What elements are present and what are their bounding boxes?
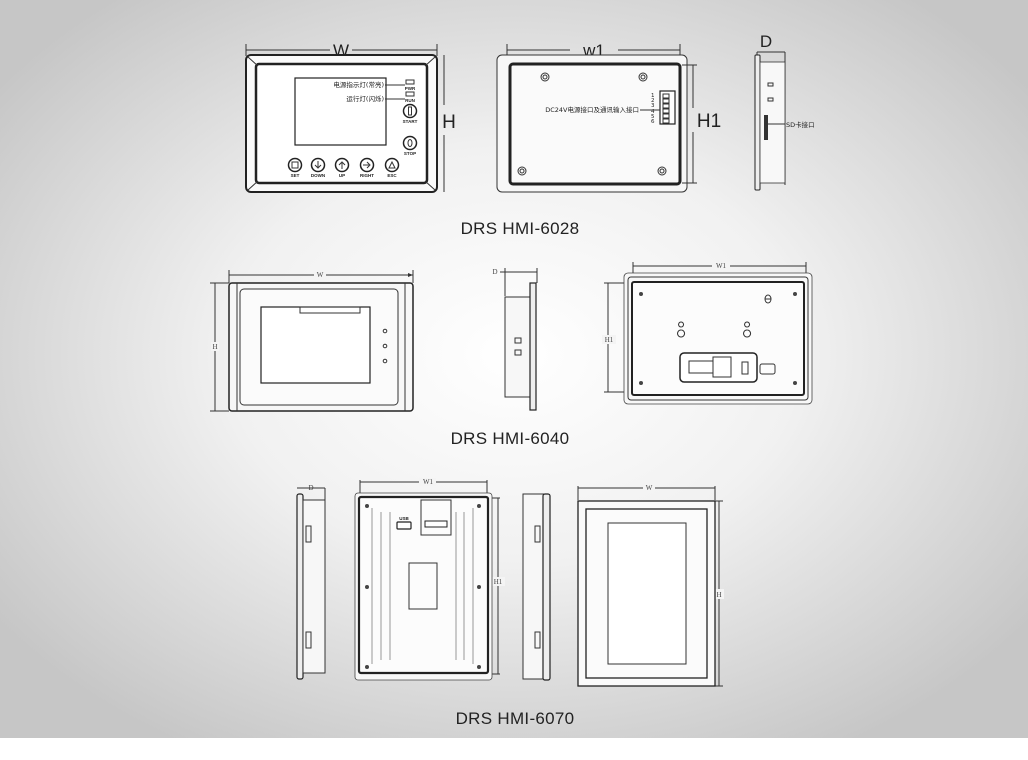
set-label: SET <box>291 173 300 178</box>
bottom-buttons: SET DOWN UP RIGHT ESC <box>287 157 400 178</box>
hmi-6070-side-view: D <box>296 484 326 680</box>
usb-label: USB <box>399 516 409 521</box>
run-callout: 运行灯(闪烁) <box>346 94 384 103</box>
height-label: H1 <box>697 111 721 132</box>
start-label: START <box>403 119 418 124</box>
start-button-icon <box>402 103 418 119</box>
screw-icons <box>639 292 797 385</box>
hmi-6040-back-view: W1 H1 <box>602 262 813 405</box>
run-led-icon <box>405 91 415 97</box>
depth-label: D <box>492 268 497 276</box>
model-title-6028: DRS HMI-6028 <box>461 219 580 238</box>
pwr-label: PWR <box>405 86 416 91</box>
pin-label: 2 <box>651 98 655 104</box>
hmi-6028-side-view: D SD卡接口 <box>754 32 815 191</box>
right-label: RIGHT <box>360 173 374 178</box>
sd-callout: SD卡接口 <box>786 120 815 129</box>
connector-panel <box>679 352 758 383</box>
run-label: RUN <box>405 98 415 103</box>
width-label: W <box>646 484 653 492</box>
pin-label: 4 <box>651 109 655 115</box>
pin-label: 3 <box>651 103 655 109</box>
pin-label: 1 <box>651 93 655 99</box>
esc-icon <box>384 157 400 173</box>
hmi-6028-back-view: w1 H1 1 2 3 4 5 6 DC24V电源接口及通讯输入接口 <box>496 41 721 193</box>
hmi-6070-back-view: W1 H1 USB <box>354 478 505 681</box>
width-label: W1 <box>423 478 434 486</box>
hmi-6070-side-view-2 <box>522 493 551 681</box>
height-label: H1 <box>605 336 614 344</box>
connector-callout: DC24V电源接口及通讯输入接口 <box>545 105 639 114</box>
screen <box>607 522 687 665</box>
keyhole-icon <box>743 321 752 338</box>
pin-label: 5 <box>651 114 655 120</box>
screen <box>260 306 371 384</box>
width-label: W <box>317 271 324 279</box>
stop-label: STOP <box>404 151 416 156</box>
pin-label: 6 <box>651 119 655 125</box>
pwr-led-icon <box>405 79 415 85</box>
dip-switch-icon <box>424 520 448 528</box>
esc-label: ESC <box>387 173 397 178</box>
stop-button-icon <box>402 135 418 151</box>
hmi-6040-front-view: W H <box>210 270 414 412</box>
hmi-6028-front-view: W H PWR 电源指示灯(常亮) RUN 运行灯(闪烁) START STOP… <box>245 41 456 193</box>
screw-icons <box>365 504 481 669</box>
height-label: H <box>716 591 721 599</box>
height-label: H <box>212 343 217 351</box>
screw-icons <box>517 72 667 176</box>
sd-slot <box>764 115 768 140</box>
width-label: W1 <box>716 262 727 270</box>
screen <box>294 77 387 146</box>
model-title-6040: DRS HMI-6040 <box>451 429 570 448</box>
pwr-callout: 电源指示灯(常亮) <box>333 80 384 89</box>
terminal-connector-icon <box>659 90 676 125</box>
set-button-icon <box>287 157 303 173</box>
model-title-6070: DRS HMI-6070 <box>456 709 575 728</box>
usb-port-icon <box>396 521 412 530</box>
down-label: DOWN <box>311 173 325 178</box>
keyhole-icon <box>677 321 686 338</box>
up-label: UP <box>339 173 345 178</box>
hmi-6040-side-view: D <box>492 268 538 411</box>
hmi-6070-front-view: W H <box>577 484 724 687</box>
depth-label: D <box>760 32 772 51</box>
height-label: H1 <box>494 578 503 586</box>
height-label: H <box>442 112 456 133</box>
